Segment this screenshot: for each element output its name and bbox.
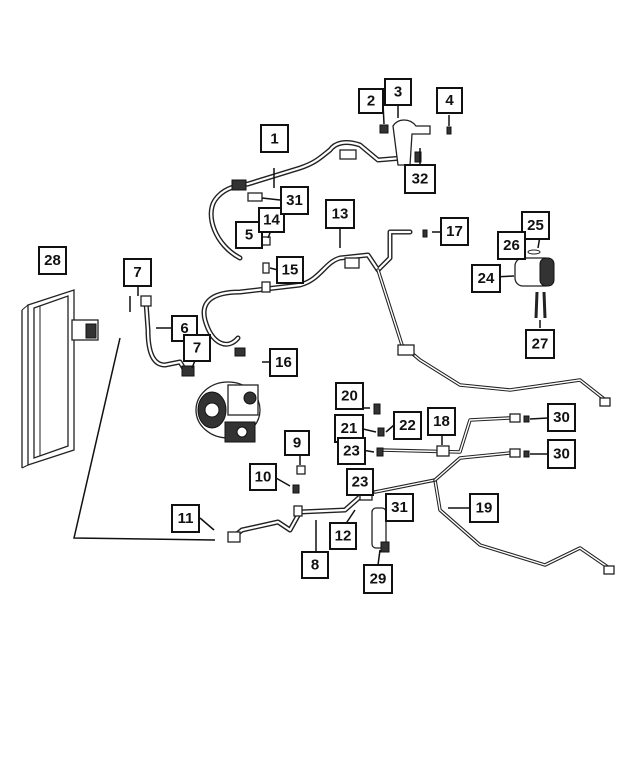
callout-13: 13 [325,199,355,229]
callout-10: 10 [249,463,277,491]
callout-29: 29 [363,564,393,594]
callout-19: 19 [469,493,499,523]
svg-text:5: 5 [245,227,253,244]
condenser [21,289,99,469]
svg-text:17: 17 [446,223,463,240]
rear-line-18 [378,416,512,457]
callout-11: 11 [171,504,200,533]
fitting-9 [296,465,306,475]
fitting-10 [292,484,300,494]
callout-26: 26 [497,231,526,260]
svg-text:32: 32 [412,171,429,188]
svg-text:30: 30 [553,446,570,463]
callout-23a: 23 [337,437,366,465]
callout-23b: 23 [346,468,374,496]
callout-3: 3 [384,78,412,106]
callout-30b: 30 [547,439,576,469]
callout-20: 20 [335,382,364,410]
o-ring-30b [523,450,530,458]
o-ring-part-17 [422,229,428,238]
svg-text:23: 23 [352,474,369,491]
fitting-15 [262,262,270,274]
svg-text:25: 25 [527,217,544,234]
callout-8: 8 [301,551,329,579]
callout-31b: 31 [385,493,414,522]
callout-15: 15 [276,256,304,284]
callout-30a: 30 [547,403,576,432]
callout-16: 16 [269,348,298,377]
svg-text:18: 18 [433,413,450,430]
callout-22: 22 [393,411,422,440]
o-ring-part-4 [446,126,452,135]
suction-hose [201,229,413,357]
svg-text:30: 30 [553,409,570,426]
svg-text:29: 29 [370,571,387,588]
fitting-5 [261,236,271,246]
svg-text:20: 20 [341,388,358,405]
svg-text:3: 3 [394,84,402,101]
svg-text:28: 28 [44,252,61,269]
callout-17: 17 [440,217,469,246]
callout-31a: 31 [280,186,309,215]
callout-7a: 7 [123,258,152,287]
rear-line-upper [376,268,611,407]
fitting-21 [377,427,385,437]
svg-text:1: 1 [270,131,278,148]
callout-9: 9 [284,430,310,456]
svg-text:14: 14 [263,212,280,229]
svg-text:26: 26 [503,237,520,254]
rear-line-19 [373,413,615,575]
svg-text:9: 9 [293,435,301,452]
svg-text:8: 8 [311,557,319,574]
svg-text:21: 21 [341,420,358,437]
callout-7b: 7 [183,334,211,362]
svg-text:16: 16 [275,354,292,371]
liquid-line-6 [140,295,195,377]
compressor [195,381,261,443]
callout-25: 25 [521,211,550,240]
svg-text:22: 22 [399,417,416,434]
valve-part-3 [379,119,431,166]
fitting-23a [376,447,384,457]
svg-text:4: 4 [445,92,454,109]
callout-6: 6 [171,315,198,342]
fitting-20 [373,403,381,415]
callout-5: 5 [235,221,263,249]
svg-text:15: 15 [282,262,299,279]
svg-text:23: 23 [343,443,360,460]
o-ring-30a [523,415,530,423]
callout-2: 2 [358,88,384,114]
svg-text:6: 6 [180,320,188,337]
receiver-drier [371,507,390,553]
svg-text:7: 7 [133,264,141,281]
expansion-valve [514,249,555,319]
condenser-line [73,337,216,541]
callout-1: 1 [260,124,289,153]
svg-text:7: 7 [193,340,201,357]
discharge-hose [208,140,405,261]
svg-text:11: 11 [178,510,194,527]
svg-text:12: 12 [335,528,352,545]
svg-text:19: 19 [476,500,493,517]
svg-text:2: 2 [367,93,375,110]
svg-text:24: 24 [478,270,495,287]
callout-27: 27 [525,329,555,359]
svg-text:13: 13 [332,206,349,223]
callout-24: 24 [471,264,501,293]
callout-18: 18 [427,407,456,436]
callout-4: 4 [436,87,463,114]
svg-text:31: 31 [286,192,303,209]
svg-text:31: 31 [391,499,408,516]
callout-28: 28 [38,246,67,275]
svg-text:10: 10 [255,469,272,486]
callout-12: 12 [329,522,357,550]
svg-text:27: 27 [532,336,549,353]
callout-32: 32 [404,164,436,194]
callout-14: 14 [258,207,285,233]
